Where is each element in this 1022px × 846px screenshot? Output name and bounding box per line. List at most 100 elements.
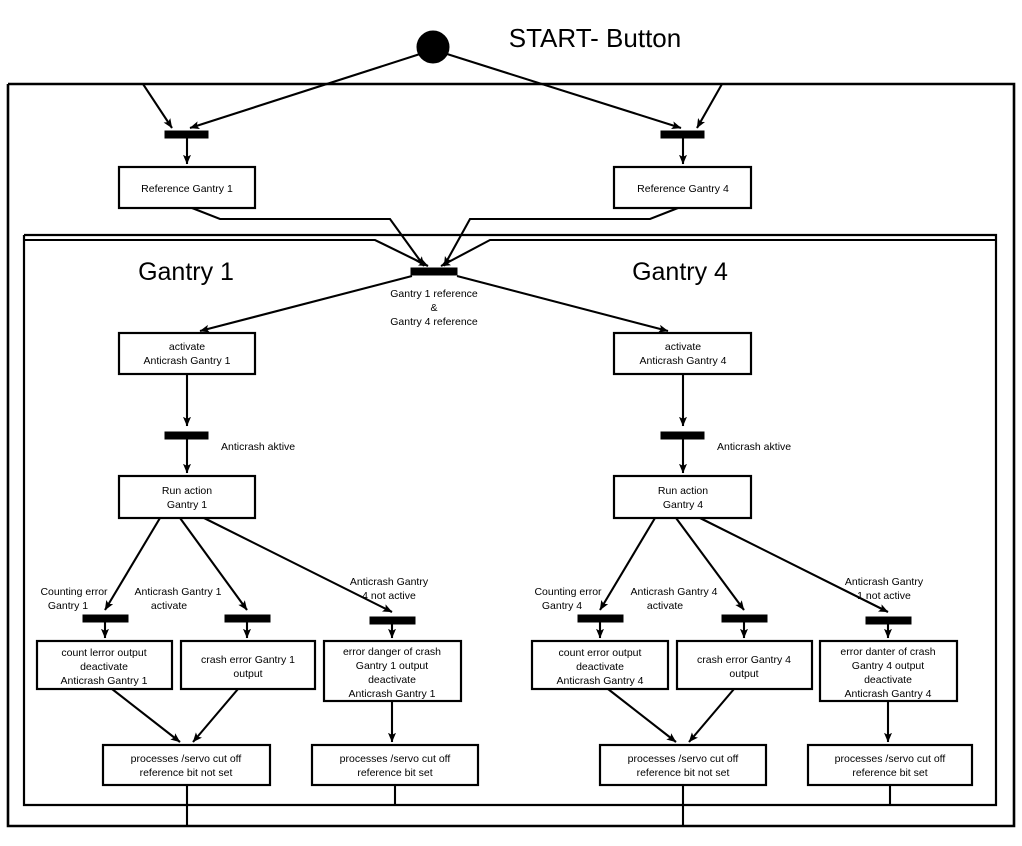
label-anticrash-activate-g4-line2: activate <box>647 600 683 612</box>
label-counting-error-g4-line1: Counting error <box>534 586 602 598</box>
arc-feedback-inner-left-to-sync <box>24 238 429 267</box>
label-anticrash-notactive-g1-line1: Anticrash Gantry <box>350 576 429 588</box>
arc-feedback-inner-right-to-sync <box>440 238 996 267</box>
transition-anticrash-notactive-gantry4[interactable] <box>865 616 912 625</box>
place-servo-set-g4-line1: processes /servo cut off <box>835 753 946 765</box>
place-servo-cutoff-refbit-notset-gantry1[interactable] <box>101 743 272 787</box>
place-danger-crash-gantry1[interactable] <box>322 639 463 703</box>
label-anticrash-activate-g1-line2: activate <box>151 600 187 612</box>
place-servo-notset-g4-line1: processes /servo cut off <box>628 753 739 765</box>
place-count-error-gantry4[interactable] <box>530 639 670 691</box>
place-crash-error-g1-line2: output <box>233 668 262 680</box>
arc-start-to-t1 <box>189 53 421 129</box>
arc-run-g1-to-anticrash-activate <box>179 517 248 611</box>
arc-run-g1-to-counting-error <box>104 517 161 611</box>
place-run-g1-line2: Gantry 1 <box>167 499 207 511</box>
place-danger-g1-line4: Anticrash Gantry 1 <box>349 688 436 700</box>
label-anticrash-activate-g1-line1: Anticrash Gantry 1 <box>135 586 222 598</box>
arc-sync-to-activate-g4 <box>456 274 669 333</box>
place-danger-g1-line1: error danger of crash <box>343 646 441 658</box>
place-activate-g1-line1: activate <box>169 341 205 353</box>
arc-crash-error-g4-to-servo-notset <box>688 688 735 743</box>
arc-feedback-left-to-t1 <box>8 82 173 129</box>
place-danger-g1-line3: deactivate <box>368 674 416 686</box>
place-reference-gantry1-label: Reference Gantry 1 <box>141 183 233 195</box>
place-reference-gantry4-label: Reference Gantry 4 <box>637 183 729 195</box>
sync-label-line2: & <box>430 302 437 314</box>
arc-count-error-g4-to-servo-notset <box>607 688 677 743</box>
transition-counting-error-gantry4[interactable] <box>577 614 624 623</box>
place-danger-g4-line1: error danter of crash <box>840 646 935 658</box>
sync-label-line1: Gantry 1 reference <box>390 288 478 300</box>
place-crash-error-g1-line1: crash error Gantry 1 <box>201 654 295 666</box>
place-reference-gantry1[interactable] <box>117 165 257 210</box>
arc-start-to-t4 <box>446 52 682 130</box>
place-crash-error-gantry1[interactable] <box>179 639 317 691</box>
place-danger-g1-line2: Gantry 1 output <box>356 660 428 672</box>
place-crash-error-gantry4[interactable] <box>675 639 814 691</box>
arc-count-error-g1-to-servo-notset <box>111 688 181 743</box>
arc-run-g4-to-counting-error <box>599 517 656 611</box>
place-servo-notset-g4-line2: reference bit not set <box>637 767 730 779</box>
place-run-g4-line2: Gantry 4 <box>663 499 703 511</box>
label-counting-error-g4-line2: Gantry 4 <box>542 600 582 612</box>
place-count-error-g4-line3: Anticrash Gantry 4 <box>557 675 644 687</box>
label-anticrash-activate-g4-line1: Anticrash Gantry 4 <box>631 586 718 598</box>
place-activate-g4-line2: Anticrash Gantry 4 <box>640 355 727 367</box>
start-button-token[interactable] <box>416 30 450 64</box>
place-crash-error-g4-line2: output <box>729 668 758 680</box>
place-servo-cutoff-refbit-notset-gantry4[interactable] <box>598 743 768 787</box>
transition-reference-gantry4[interactable] <box>660 130 705 139</box>
section-title-gantry4: Gantry 4 <box>632 258 728 286</box>
transition-counting-error-gantry1[interactable] <box>82 614 129 623</box>
place-activate-anticrash-gantry4[interactable] <box>612 331 753 376</box>
place-activate-g1-line2: Anticrash Gantry 1 <box>144 355 231 367</box>
place-danger-g4-line2: Gantry 4 output <box>852 660 924 672</box>
label-anticrash-active-g1: Anticrash aktive <box>221 441 295 453</box>
place-activate-g4-line1: activate <box>665 341 701 353</box>
label-anticrash-active-g4: Anticrash aktive <box>717 441 791 453</box>
arc-reference-g1-to-sync <box>191 207 425 267</box>
transition-anticrash-activate-gantry4[interactable] <box>721 614 768 623</box>
label-anticrash-notactive-g1-line2: 4 not active <box>362 590 416 602</box>
place-count-error-g1-line1: count lerror output <box>61 647 146 659</box>
arc-sync-to-activate-g1 <box>199 274 413 333</box>
place-servo-notset-g1-line1: processes /servo cut off <box>131 753 242 765</box>
arc-run-g1-to-anticrash-notactive <box>203 517 393 613</box>
place-servo-cutoff-refbit-set-gantry1[interactable] <box>310 743 480 787</box>
arc-feedback-right-to-t4 <box>696 82 1014 129</box>
place-run-g4-line1: Run action <box>658 485 708 497</box>
transition-anticrash-active-gantry4[interactable] <box>660 431 705 440</box>
arc-run-g4-to-anticrash-notactive <box>699 517 889 613</box>
place-reference-gantry4[interactable] <box>612 165 753 210</box>
place-danger-g4-line3: deactivate <box>864 674 912 686</box>
label-counting-error-g1-line1: Counting error <box>40 586 108 598</box>
place-servo-set-g4-line2: reference bit set <box>852 767 927 779</box>
arc-reference-g4-to-sync <box>443 207 679 267</box>
place-count-error-g4-line2: deactivate <box>576 661 624 673</box>
transition-anticrash-activate-gantry1[interactable] <box>224 614 271 623</box>
label-anticrash-notactive-g4-line2: 1 not active <box>857 590 911 602</box>
place-crash-error-g4-line1: crash error Gantry 4 <box>697 654 791 666</box>
place-servo-cutoff-refbit-set-gantry4[interactable] <box>806 743 974 787</box>
label-counting-error-g1-line2: Gantry 1 <box>48 600 88 612</box>
place-count-error-gantry1[interactable] <box>35 639 174 691</box>
place-danger-crash-gantry4[interactable] <box>818 639 959 703</box>
transition-anticrash-active-gantry1[interactable] <box>164 431 209 440</box>
transition-anticrash-notactive-gantry1[interactable] <box>369 616 416 625</box>
page-title: START- Button <box>509 23 681 53</box>
place-activate-anticrash-gantry1[interactable] <box>117 331 257 376</box>
gantry-group-frame <box>22 233 998 807</box>
place-danger-g4-line4: Anticrash Gantry 4 <box>845 688 932 700</box>
place-run-action-gantry4[interactable] <box>612 474 753 520</box>
transition-sync-gantry-references[interactable] <box>410 267 458 276</box>
place-run-action-gantry1[interactable] <box>117 474 257 520</box>
transition-reference-gantry1[interactable] <box>164 130 209 139</box>
sync-label-line3: Gantry 4 reference <box>390 316 478 328</box>
place-count-error-g1-line2: deactivate <box>80 661 128 673</box>
place-servo-notset-g1-line2: reference bit not set <box>140 767 233 779</box>
label-anticrash-notactive-g4-line1: Anticrash Gantry <box>845 576 924 588</box>
